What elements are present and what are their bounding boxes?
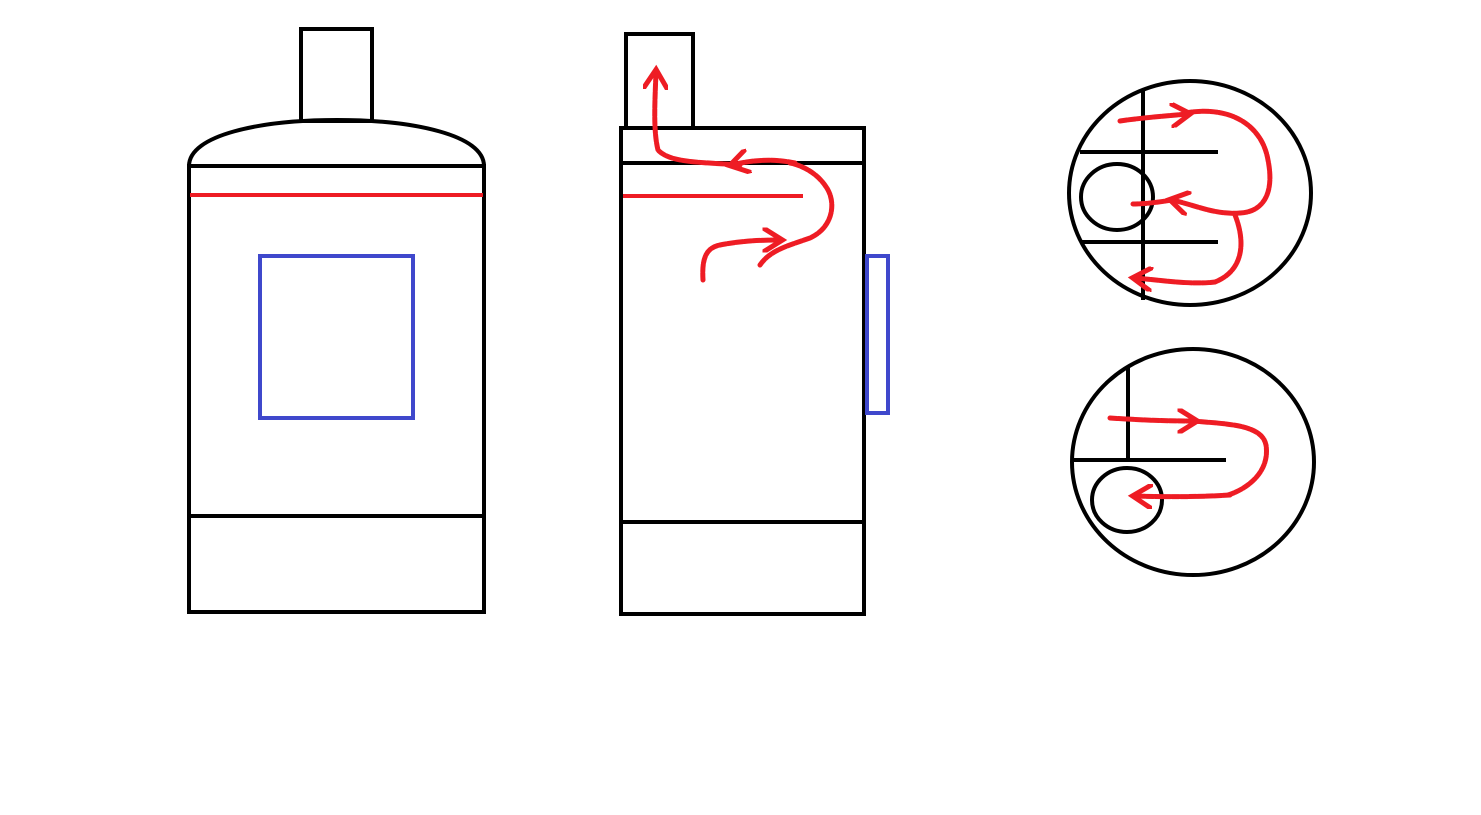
side-body xyxy=(619,126,866,616)
airflow-arrow-middle xyxy=(1172,200,1243,213)
airflow-loop-right xyxy=(1189,418,1269,498)
front-chimney xyxy=(299,27,374,123)
inner-circle xyxy=(1090,466,1164,534)
side-door-window xyxy=(865,254,890,415)
airflow-arrow-bottom xyxy=(1135,495,1233,497)
outer-circle xyxy=(1070,347,1316,577)
outer-circle xyxy=(1067,79,1313,307)
side-airflow-arrow-in xyxy=(700,240,780,283)
front-view-stove xyxy=(187,27,486,614)
side-chimney xyxy=(624,32,695,130)
side-airflow-loop xyxy=(757,160,835,268)
cross-section-double-baffle xyxy=(1067,79,1313,307)
airflow-arrow-top xyxy=(1107,418,1195,421)
airflow-arrow-top xyxy=(1117,114,1188,121)
side-view-stove xyxy=(619,32,890,616)
front-dome xyxy=(187,117,486,167)
inner-circle xyxy=(1079,162,1155,232)
airflow-arrow-bottom xyxy=(1135,212,1244,283)
front-body xyxy=(187,164,486,614)
front-window xyxy=(258,254,415,420)
side-airflow-arrow-up xyxy=(655,72,743,168)
cross-section-single-baffle xyxy=(1070,347,1316,577)
airflow-center xyxy=(1130,197,1175,207)
airflow-loop-right xyxy=(1182,108,1273,216)
